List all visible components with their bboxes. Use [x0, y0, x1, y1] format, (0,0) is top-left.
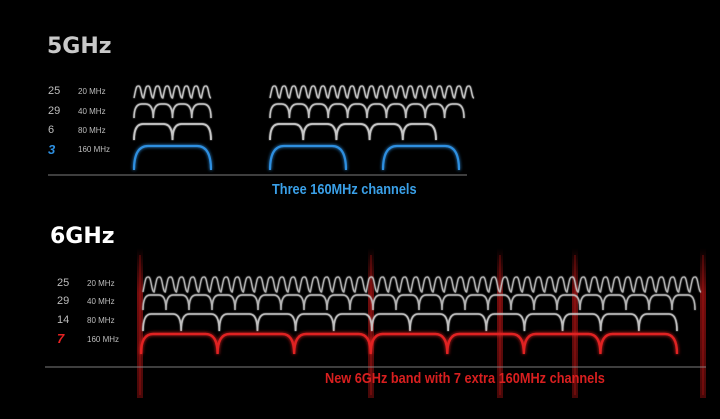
band-6ghz-title: 6GHz	[50, 224, 115, 249]
channel-count: 7	[57, 331, 65, 346]
channel-count: 29	[57, 295, 70, 307]
channel-width-label: 40 MHz	[78, 107, 106, 116]
channel-width-label: 160 MHz	[87, 335, 120, 344]
channel-width-label: 160 MHz	[78, 145, 111, 154]
channel-count: 29	[48, 105, 61, 117]
channel-count: 3	[48, 142, 56, 157]
channel-count: 25	[57, 277, 70, 289]
band-5ghz-title: 5GHz	[47, 34, 112, 59]
channel-width-label: 80 MHz	[78, 126, 106, 135]
channel-count: 25	[48, 85, 61, 97]
channel-width-label: 20 MHz	[78, 87, 106, 96]
channel-count: 14	[57, 314, 70, 326]
band-5ghz-caption: Three 160MHz channels	[272, 181, 417, 198]
channel-width-label: 40 MHz	[87, 297, 115, 306]
band-6ghz-caption: New 6GHz band with 7 extra 160MHz channe…	[325, 370, 605, 387]
channel-width-label: 20 MHz	[87, 279, 115, 288]
channel-count: 6	[48, 124, 55, 136]
channel-width-label: 80 MHz	[87, 316, 115, 325]
